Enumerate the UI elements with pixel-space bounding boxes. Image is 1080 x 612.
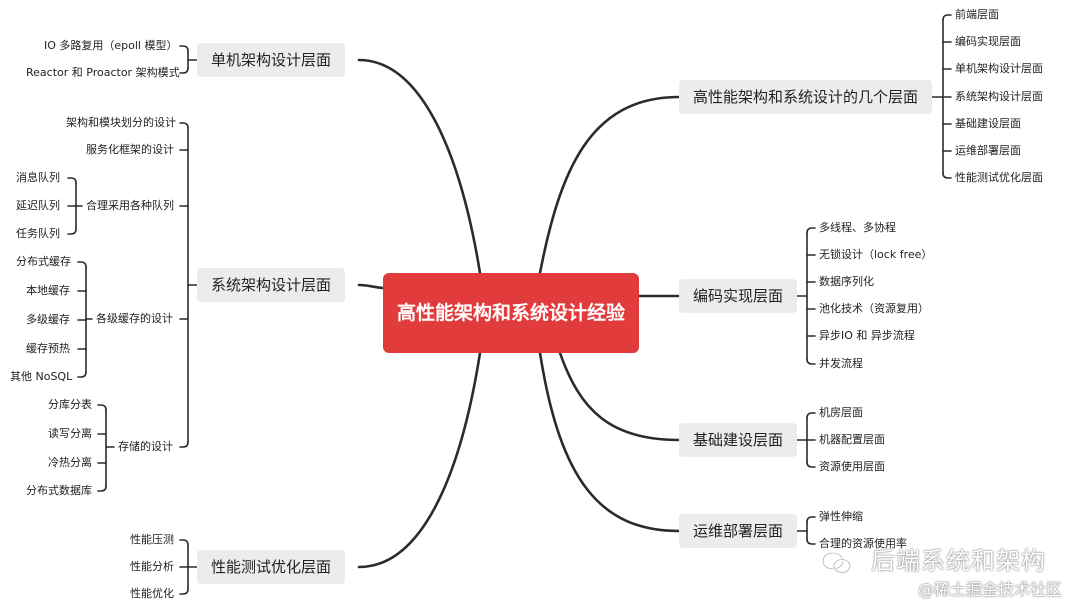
leaf-perf-optimize[interactable]: 性能优化: [130, 587, 174, 600]
leaf-test-level[interactable]: 性能测试优化层面: [955, 171, 1043, 184]
leaf-ops-level[interactable]: 运维部署层面: [955, 144, 1021, 157]
connector-63: [97, 404, 107, 411]
leaf-autoscale[interactable]: 弹性伸缩: [819, 510, 863, 523]
connector-26: [806, 412, 816, 419]
leaf-async-io[interactable]: 异步IO 和 异步流程: [819, 329, 915, 342]
connector-18: [806, 227, 816, 234]
leaf-single-level[interactable]: 单机架构设计层面: [955, 62, 1043, 75]
connector-48: [179, 588, 189, 595]
leaf-infra-level[interactable]: 基础建设层面: [955, 117, 1021, 130]
leaf-distributed-db[interactable]: 分布式数据库: [26, 484, 92, 497]
sub-cache[interactable]: 各级缓存的设计: [96, 312, 173, 325]
leaf-concurrency[interactable]: 并发流程: [819, 357, 863, 370]
connector-66: [97, 485, 107, 492]
connector-9: [942, 14, 952, 21]
branch-perf-test[interactable]: 性能测试优化层面: [197, 550, 346, 584]
leaf-reactor[interactable]: Reactor 和 Proactor 架构模式: [26, 66, 180, 79]
connector-53: [67, 228, 77, 235]
connector-23: [806, 358, 816, 365]
leaf-pooling[interactable]: 池化技术（资源复用）: [819, 302, 929, 315]
branch-infra[interactable]: 基础建设层面: [679, 423, 798, 457]
watermark-credit: @稀土掘金技术社区: [917, 580, 1062, 599]
branch-single-machine[interactable]: 单机架构设计层面: [197, 43, 346, 77]
connector-2: [558, 351, 681, 442]
watermark-title: 后端系统和架构: [871, 547, 1046, 575]
leaf-frontend[interactable]: 前端层面: [955, 8, 999, 21]
connector-15: [942, 172, 952, 179]
branch-levels[interactable]: 高性能架构和系统设计的几个层面: [679, 80, 933, 114]
leaf-sharding[interactable]: 分库分表: [48, 398, 92, 411]
connector-51: [67, 177, 77, 184]
connector-60: [77, 371, 87, 378]
leaf-serialization[interactable]: 数据序列化: [819, 275, 874, 288]
leaf-rw-split[interactable]: 读写分离: [48, 427, 92, 440]
sub-module-design[interactable]: 架构和模块划分的设计: [66, 116, 176, 129]
connector-35: [179, 45, 189, 52]
sub-queues[interactable]: 合理采用各种队列: [86, 199, 174, 212]
connector-46: [179, 539, 189, 546]
leaf-perf-analysis[interactable]: 性能分析: [130, 560, 174, 573]
connector-4: [357, 58, 482, 275]
leaf-distributed-cache[interactable]: 分布式缓存: [16, 255, 71, 268]
root-node[interactable]: 高性能架构和系统设计经验: [383, 273, 639, 353]
leaf-coding-level[interactable]: 编码实现层面: [955, 35, 1021, 48]
leaf-message-queue[interactable]: 消息队列: [16, 171, 60, 184]
connector-3: [538, 351, 681, 533]
connector-32: [806, 538, 816, 545]
wechat-icon: [822, 552, 851, 574]
leaf-multi-cache[interactable]: 多级缓存: [26, 313, 70, 326]
connector-0: [538, 95, 681, 275]
connector-6: [357, 351, 482, 569]
leaf-local-cache[interactable]: 本地缓存: [26, 284, 70, 297]
leaf-hot-cold[interactable]: 冷热分离: [48, 456, 92, 469]
connector-39: [179, 122, 189, 129]
leaf-lockfree[interactable]: 无锁设计（lock free）: [819, 248, 933, 261]
sub-service-framework[interactable]: 服务化框架的设计: [86, 143, 174, 156]
leaf-task-queue[interactable]: 任务队列: [16, 227, 60, 240]
root-label: 高性能架构和系统设计经验: [397, 302, 626, 324]
leaf-cache-warmup[interactable]: 缓存预热: [26, 342, 70, 355]
leaf-datacenter[interactable]: 机房层面: [819, 406, 863, 419]
leaf-load-test[interactable]: 性能压测: [130, 533, 174, 546]
leaf-delay-queue[interactable]: 延迟队列: [16, 199, 60, 212]
branch-ops[interactable]: 运维部署层面: [679, 514, 798, 548]
connector-56: [77, 261, 87, 268]
leaf-system-level[interactable]: 系统架构设计层面: [955, 90, 1043, 103]
branch-system-arch[interactable]: 系统架构设计层面: [197, 268, 346, 302]
connector-43: [179, 441, 189, 448]
branch-coding[interactable]: 编码实现层面: [679, 279, 798, 313]
connector-28: [806, 461, 816, 468]
leaf-nosql[interactable]: 其他 NoSQL: [10, 370, 73, 383]
connector-36: [179, 67, 189, 74]
leaf-utilization[interactable]: 合理的资源使用率: [819, 537, 907, 550]
connector-31: [806, 516, 816, 523]
leaf-machine-config[interactable]: 机器配置层面: [819, 433, 885, 446]
leaf-epoll[interactable]: IO 多路复用（epoll 模型）: [44, 39, 178, 52]
connector-5: [357, 283, 385, 290]
sub-storage[interactable]: 存储的设计: [118, 440, 173, 453]
leaf-multithread[interactable]: 多线程、多协程: [819, 221, 896, 234]
leaf-resource-use[interactable]: 资源使用层面: [819, 460, 885, 473]
